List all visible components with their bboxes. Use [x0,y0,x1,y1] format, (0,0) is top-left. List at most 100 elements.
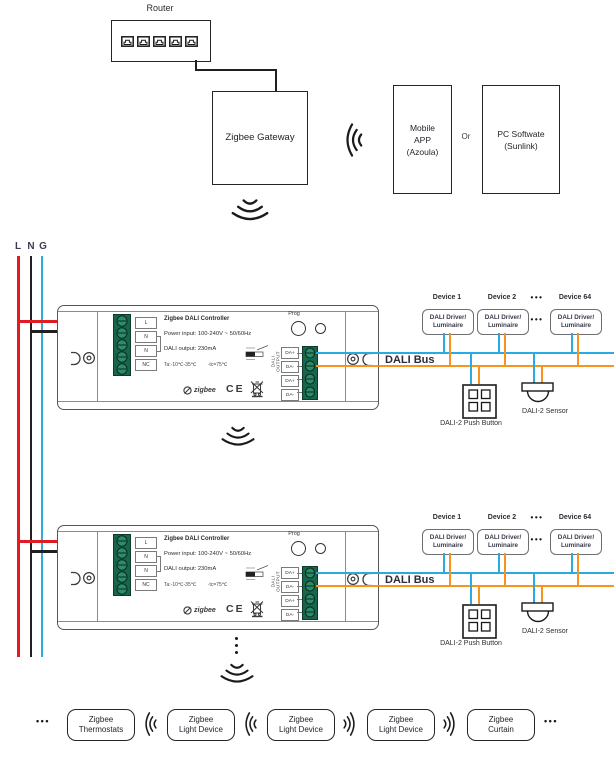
neutral-link-bracket [156,556,161,572]
neutral-link-bracket [156,336,161,352]
prog-button [291,321,306,336]
mobile-app-line: (Azoula) [406,146,439,157]
dali-drop-wire [571,333,573,353]
dali-bus-plus-wire [316,572,614,574]
dali-driver-box: DALI Driver/ Luminaire [550,529,602,555]
input-terminal-block [113,314,131,376]
device-name: Device 2 [487,294,517,301]
dali-drop-wire [504,553,506,586]
terminal-label: NC [135,359,157,371]
dali-driver-line: Luminaire [432,542,464,549]
zigbee-light-device-box: Zigbee Light Device [267,709,335,741]
dali-output-vertical-label: DALI OUTPUT [271,344,282,380]
znode-line: Zigbee [288,715,314,724]
ellipsis: ••• [530,315,544,324]
controller-dali-output: DALI output: 230mA [164,346,217,352]
vertical-word: OUTPUT [275,571,281,592]
router-ports [121,36,198,47]
wifi-signal-left-icon [145,712,157,736]
dali-bus-minus-wire [316,585,614,587]
dali2-push-button-icon [462,604,497,639]
ce-mark: CE [226,383,245,395]
screw-hole-icon [82,571,96,585]
zigbee-gateway-box: Zigbee Gateway [212,91,308,185]
dali-drop-wire [577,333,579,366]
znode-line: Light Device [378,725,424,734]
sensor-label: DALI-2 Sensor [522,408,568,415]
screw-hole-icon [347,353,359,365]
dali-bus-label: DALI Bus [385,354,435,366]
vertical-word: OUTPUT [275,351,281,372]
sensor-label: DALI-2 Sensor [522,628,568,635]
prog-label: Prog [288,311,300,317]
terminal-label: L [135,317,157,329]
weee-bin-icon [250,380,264,398]
ground-label: G [39,241,47,252]
push-button-label: DALI-2 Push Button [440,420,502,427]
case-divider [97,311,98,402]
prog-button [291,541,306,556]
dali-drop-wire [541,587,543,603]
dali-drop-wire [571,553,573,573]
dali-drop-wire [498,553,500,573]
dali-output-vertical-label: DALI OUTPUT [271,564,282,600]
dali-drop-wire [449,333,451,366]
vertical-ellipsis-dot [235,637,238,640]
dali-driver-line: Luminaire [487,322,519,329]
dali-bus-minus-wire [316,365,614,367]
da-terminal-label: DA- [281,581,299,593]
terminal-stub [297,366,302,367]
ellipsis: ••• [544,716,558,726]
indicator-led [315,543,326,554]
device-name: Device 1 [432,294,462,301]
dali-driver-line: DALI Driver/ [484,534,522,542]
case-divider [97,531,98,622]
da-terminal-label: DA+ [281,375,299,387]
controller-title: Zigbee DALI Controller [164,536,230,542]
or-label: Or [461,132,471,141]
zigbee-light-device-box: Zigbee Light Device [167,709,235,741]
push-button-label: DALI-2 Push Button [440,640,502,647]
dali-driver-line: DALI Driver/ [429,534,467,542]
ellipsis: ••• [530,513,544,522]
terminal-label: N [135,565,157,577]
device-name: Device 2 [487,514,517,521]
dali-driver-line: Luminaire [487,542,519,549]
zigbee-logo: zigbee [183,606,216,615]
mount-slot-icon [70,571,81,586]
controller-title: Zigbee DALI Controller [164,316,230,322]
dali-driver-line: DALI Driver/ [484,314,522,322]
temp-case: ·tc=75℃ [207,362,228,368]
vertical-ellipsis-dot [235,651,238,654]
da-terminal-label: DA+ [281,567,299,579]
pc-software-line: PC Softwate [497,128,545,139]
indicator-led [315,323,326,334]
dali-driver-line: DALI Driver/ [557,534,595,542]
wifi-signal-right-icon [443,712,455,736]
ellipsis: ••• [530,293,544,302]
terminal-stub [297,612,302,613]
mobile-app-line: Mobile [409,122,436,133]
case-lip [58,311,378,312]
dali2-push-button-icon [462,384,497,419]
input-terminal-block [113,534,131,596]
ethernet-port-icon [153,36,166,47]
dali-drop-wire [449,553,451,586]
ethernet-port-icon [169,36,182,47]
znode-line: Zigbee [188,715,214,724]
znode-line: Thermostats [78,725,124,734]
prog-label: Prog [288,531,300,537]
dali-drop-wire [504,333,506,366]
ethernet-cable [195,60,197,70]
dali-drop-wire [443,333,445,353]
vertical-ellipsis-dot [235,644,238,647]
dali-drop-wire [577,553,579,586]
znode-line: Light Device [278,725,324,734]
dali-driver-box: DALI Driver/ Luminaire [422,529,474,555]
mobile-app-box: Mobile APP (Azoula) [393,85,452,194]
ground-wire [40,256,44,657]
pc-software-box: PC Softwate (Sunlink) [482,85,560,194]
temp-ambient: Ta:-10℃-35℃ [164,362,197,368]
live-wire [17,256,20,657]
weee-bin-icon [250,600,264,618]
